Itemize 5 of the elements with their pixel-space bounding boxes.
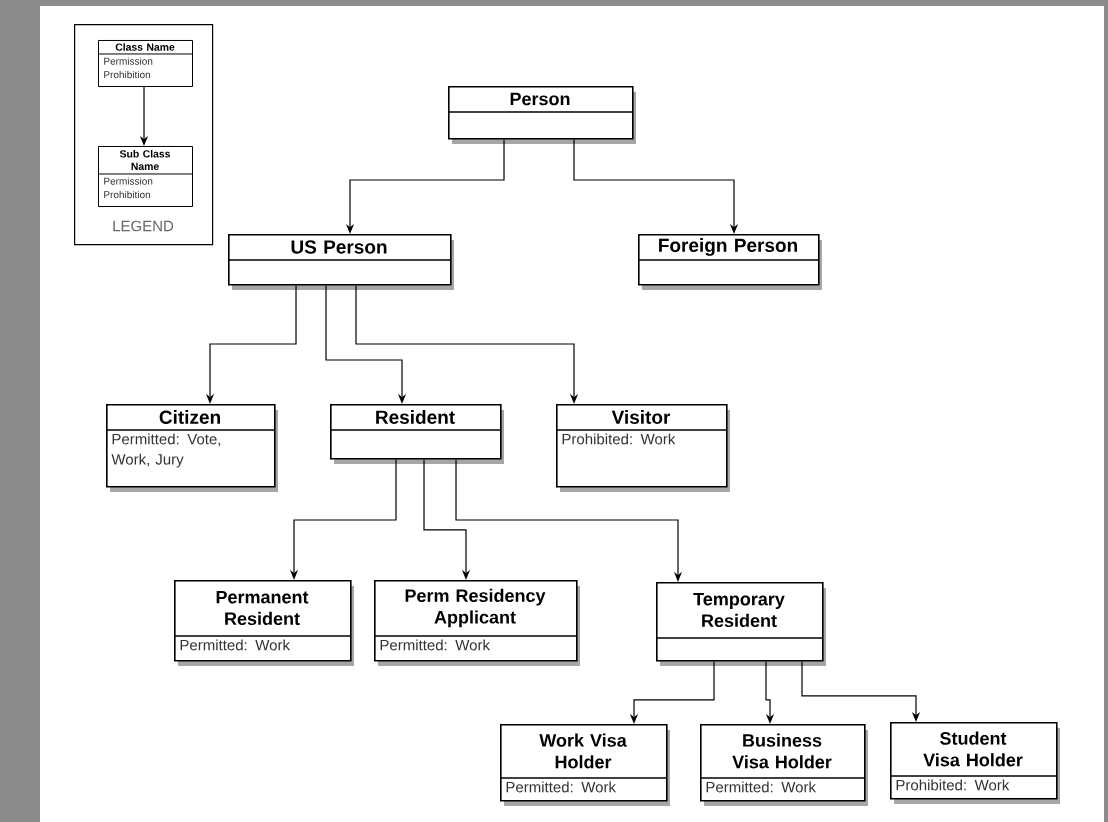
class-box: Resident — [329, 403, 504, 464]
class-box: Person — [447, 86, 636, 144]
class-box: Foreign Person — [637, 234, 822, 290]
class-box: Temporary Resident — [655, 581, 826, 666]
class-box: US Person — [227, 234, 454, 290]
